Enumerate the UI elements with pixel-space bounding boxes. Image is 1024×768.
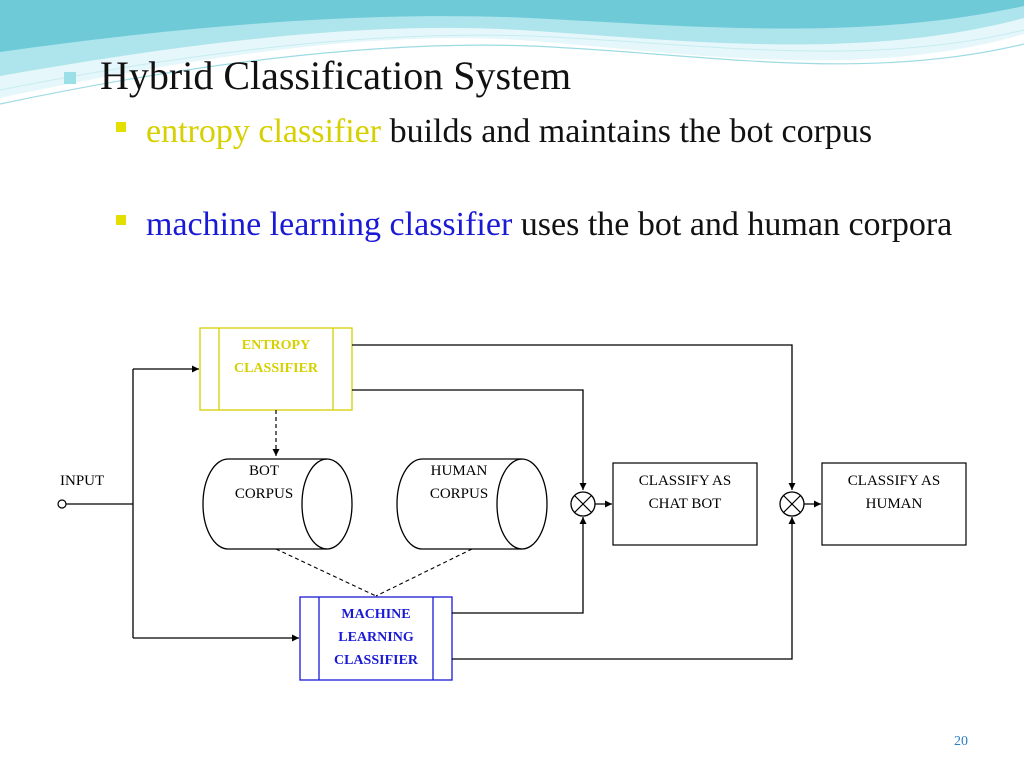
- bot-corpus-label: CORPUS: [235, 486, 293, 502]
- human-corpus-label: HUMAN: [431, 463, 488, 479]
- human-corpus-store: HUMAN CORPUS: [396, 458, 548, 550]
- bullet-text: uses the bot and human corpora: [512, 206, 953, 243]
- entropy-classifier-label: ENTROPY: [242, 338, 310, 353]
- entropy-classifier-box: ENTROPY CLASSIFIER: [199, 327, 353, 411]
- bullet-text: builds and maintains the bot corpus: [381, 113, 873, 150]
- classify-chat-bot-box: CLASSIFY AS CHAT BOT: [612, 462, 758, 546]
- bot-corpus-label: BOT: [249, 463, 279, 479]
- header-wave-decoration: [0, 0, 1024, 105]
- edge-ml-to-human-combiner: [452, 517, 796, 660]
- classify-chat-bot-label: CLASSIFY AS: [639, 473, 731, 489]
- title-text: Hybrid Classification System: [100, 53, 572, 98]
- ml-classifier-label: LEARNING: [338, 630, 414, 645]
- bot-corpus-store: BOT CORPUS: [202, 458, 353, 550]
- input-terminal: [57, 499, 67, 509]
- chatbot-combiner-node: [570, 491, 596, 517]
- classify-human-label: HUMAN: [866, 496, 923, 512]
- input-label: INPUT: [60, 473, 104, 489]
- edge-entropy-to-chatbot-combiner: [352, 389, 587, 490]
- bullet-marker: [116, 122, 126, 132]
- title-bullet: [64, 71, 76, 84]
- edge-human-corpus-to-ml: [375, 548, 473, 597]
- bullet-entropy-classifier: entropy classifier builds and maintains …: [116, 108, 956, 155]
- ml-classifier-box: MACHINE LEARNING CLASSIFIER: [299, 596, 453, 681]
- edge-ml-to-chatbot-combiner: [452, 517, 587, 614]
- page-number: 20: [954, 734, 968, 749]
- entropy-classifier-label: CLASSIFIER: [234, 361, 319, 376]
- bullet-marker: [116, 215, 126, 225]
- entropy-classifier-highlight: entropy classifier: [146, 113, 382, 150]
- bullet-ml-classifier: machine learning classifier uses the bot…: [116, 201, 956, 248]
- human-corpus-label: CORPUS: [430, 486, 488, 502]
- ml-classifier-highlight: machine learning classifier: [146, 206, 513, 243]
- edge-entropy-to-human-combiner: [352, 344, 796, 490]
- ml-classifier-label: CLASSIFIER: [334, 653, 419, 668]
- edge-bot-corpus-to-ml: [275, 548, 377, 597]
- human-combiner-node: [779, 491, 805, 517]
- classify-chat-bot-label: CHAT BOT: [649, 496, 722, 512]
- slide-title: Hybrid Classification System: [64, 52, 571, 99]
- classify-human-label: CLASSIFY AS: [848, 473, 940, 489]
- ml-classifier-label: MACHINE: [341, 607, 410, 622]
- classify-human-box: CLASSIFY AS HUMAN: [821, 462, 967, 546]
